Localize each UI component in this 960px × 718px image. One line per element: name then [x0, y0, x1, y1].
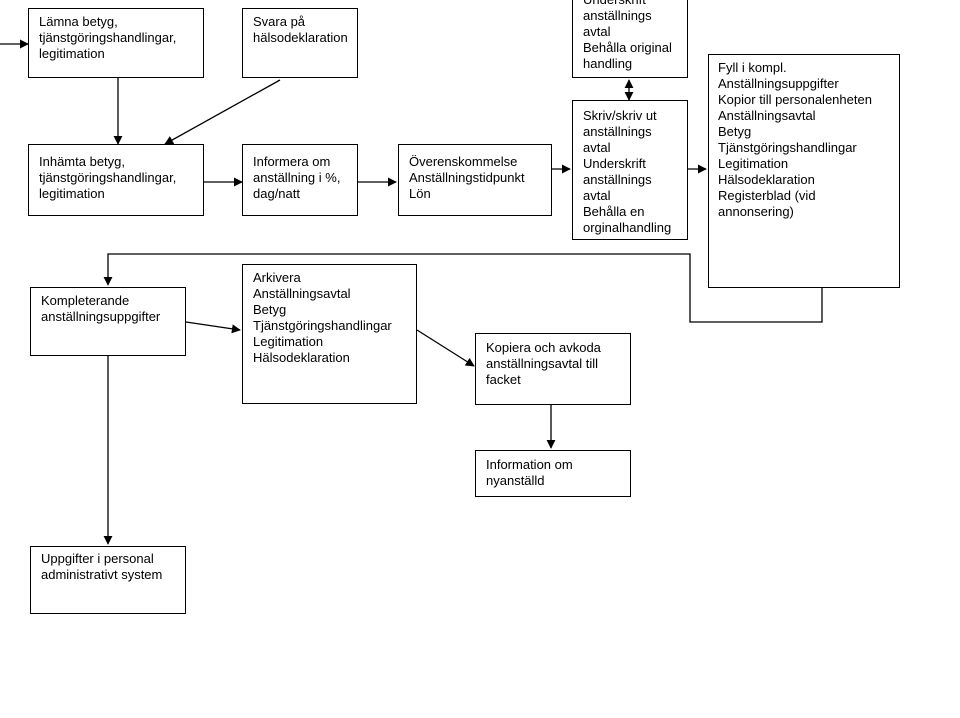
node-text-line: Behålla original [583, 40, 672, 55]
connector-fyll-to-kompletterande [103, 253, 823, 323]
node-text-line: Lön [409, 186, 431, 201]
node-text-line: Uppgifter i personal [41, 551, 154, 566]
arrow-kompletterande-to-arkivera [185, 321, 241, 334]
node-text-line: Hälsodeklaration [718, 172, 815, 187]
node-text-line: hälsodeklaration [253, 30, 348, 45]
node-text-line: Kopiera och avkoda [486, 340, 601, 355]
node-text-line: Anställningsuppgifter [718, 76, 839, 91]
node-lamna-text: Lämna betyg,tjänstgöringshandlingar,legi… [39, 14, 176, 62]
node-text-line: legitimation [39, 186, 105, 201]
node-text-line: anställnings [583, 172, 652, 187]
node-inhamta-text: Inhämta betyg,tjänstgöringshandlingar,le… [39, 154, 176, 202]
node-text-line: Svara på [253, 14, 306, 29]
node-text-line: Behålla en [583, 204, 645, 219]
node-text-line: administrativt system [41, 567, 163, 582]
node-text-line: anställningsavtal till [486, 356, 599, 371]
node-text-line: avtal [583, 24, 611, 39]
node-text-line: Lämna betyg, [39, 14, 118, 29]
node-text-line: tjänstgöringshandlingar, [39, 170, 177, 185]
node-text-line: Hälsodeklaration [253, 350, 350, 365]
node-text-line: avtal [583, 140, 611, 155]
node-text-line: Arkivera [253, 270, 301, 285]
node-text-line: Kopior till personalenheten [718, 92, 872, 107]
node-text-line: facket [486, 372, 521, 387]
node-text-line: anställnings [583, 124, 652, 139]
node-text-line: Överenskommelse [409, 154, 518, 169]
node-text-line: anställning i %, [253, 170, 341, 185]
node-text-line: handling [583, 56, 633, 71]
node-text-line: Betyg [718, 124, 752, 139]
node-text-line: Legitimation [718, 156, 789, 171]
node-inhamta: Inhämta betyg,tjänstgöringshandlingar,le… [28, 144, 204, 216]
arrow-arkivera-to-kopiera [416, 329, 475, 367]
node-text-line: avtal [583, 188, 611, 203]
node-text-line: anställningsuppgifter [41, 309, 161, 324]
node-text-line: Anställningstidpunkt [409, 170, 525, 185]
node-text-line: Tjänstgöringshandlingar [253, 318, 392, 333]
node-text-line: nyanställd [486, 473, 545, 488]
node-text-line: Registerblad (vid [718, 188, 816, 203]
node-text-line: Informera om [253, 154, 331, 169]
node-text-line: Underskrift [583, 156, 646, 171]
node-text-line: annonsering) [718, 204, 794, 219]
node-text-line: Kompleterande [41, 293, 130, 308]
node-text-line: Skriv/skriv ut [583, 108, 657, 123]
node-text-line: tjänstgöringshandlingar, [39, 30, 177, 45]
node-text-line: Information om [486, 457, 573, 472]
node-text-line: Inhämta betyg, [39, 154, 125, 169]
node-text-line: Anställningsavtal [718, 108, 816, 123]
arrow-svara-to-inhamta [164, 79, 281, 145]
node-text-line: orginalhandling [583, 220, 672, 235]
node-text-line: Fyll i kompl. [718, 60, 787, 75]
node-lamna: Lämna betyg,tjänstgöringshandlingar,legi… [28, 8, 204, 78]
node-text-line: Betyg [253, 302, 287, 317]
node-text-line: Legitimation [253, 334, 324, 349]
node-text-line: dag/natt [253, 186, 300, 201]
node-text-line: Anställningsavtal [253, 286, 351, 301]
node-text-line: legitimation [39, 46, 105, 61]
node-text-line: Underskrift [583, 0, 672, 8]
node-text-line: Tjänstgöringshandlingar [718, 140, 857, 155]
node-text-line: anställnings [583, 8, 652, 23]
